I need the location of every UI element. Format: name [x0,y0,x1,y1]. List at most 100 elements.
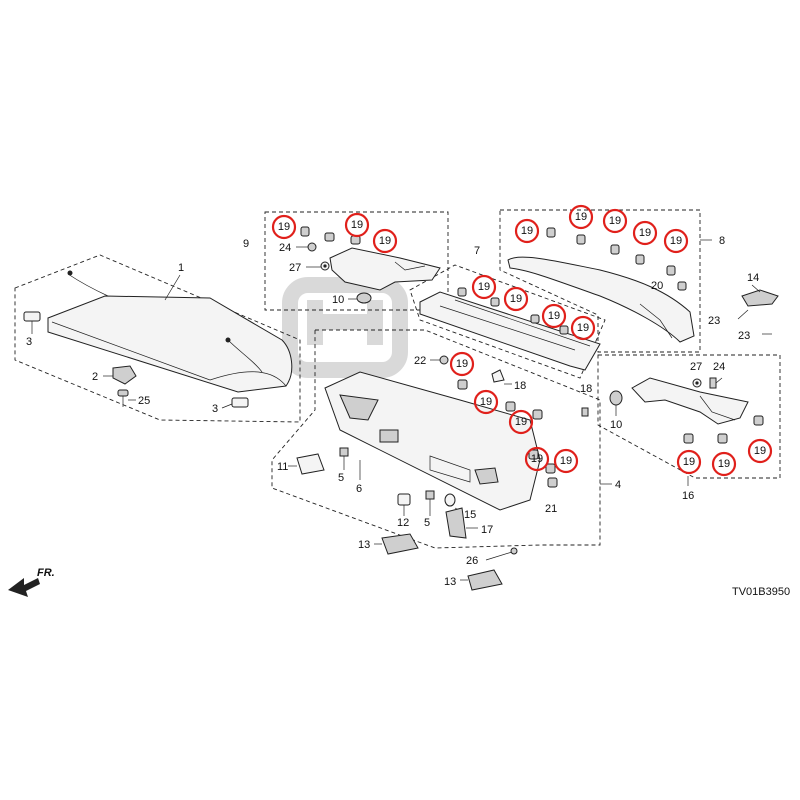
ref-label-19: 19 [670,235,682,247]
group-outline-4 [271,329,601,549]
ref-19-ring [508,409,534,435]
ref-19-ring [553,448,579,474]
ref-label-1: 1 [178,262,184,274]
ref-label-2: 2 [92,371,98,383]
ref-19-ring [524,446,550,472]
ref-label-3-left: 3 [26,336,32,348]
ref-19-ring [541,303,567,329]
ref-19-ring [570,315,596,341]
ref-19-callout: 19 [663,228,689,254]
clip-part-24-upper [296,242,317,252]
clip-part-10-upper [348,292,372,304]
ref-label-4: 4 [615,479,621,491]
ref-label-6: 6 [356,483,362,495]
ref-label-18-right: 18 [580,383,592,395]
ref-19-ring [449,351,475,377]
screw-part-26 [485,547,518,561]
ref-label-13-right: 13 [444,576,456,588]
front-direction-arrow-icon [8,578,40,597]
hook-part-2 [103,365,137,385]
clip-part-27-upper [306,261,330,271]
ref-label-11: 11 [277,461,288,473]
ref-19-ring [344,212,370,238]
clip-part-18-upper [491,369,512,385]
ref-19-ring [676,449,702,475]
ref-label-19: 19 [510,293,522,305]
ref-19-ring [632,220,658,246]
right-trim-part-16 [631,377,749,425]
ref-19-ring [747,438,773,464]
ref-label-27-upper: 27 [289,262,301,274]
ref-label-17: 17 [481,524,493,536]
ref-19-callout: 19 [570,315,596,341]
ref-19-ring [271,214,297,240]
ref-label-19: 19 [577,322,589,334]
ref-label-22: 22 [414,355,426,367]
ref-19-callout: 19 [508,409,534,435]
cover-part-11 [288,453,325,475]
ref-19-callout: 19 [553,448,579,474]
ref-label-15: 15 [464,509,476,521]
clip-part-24-lower [709,377,723,389]
ref-label-19: 19 [515,416,527,428]
clip-part-10-lower [609,390,623,416]
side-trim-part-9 [329,247,441,291]
ref-19-callout: 19 [676,449,702,475]
ref-label-13-left: 13 [358,539,370,551]
ref-19-ring [602,208,628,234]
ref-label-16: 16 [682,490,694,502]
ref-label-19: 19 [480,396,492,408]
ref-label-10-upper: 10 [332,294,344,306]
ref-label-19: 19 [683,456,695,468]
ref-label-19: 19 [379,235,391,247]
ref-label-9: 9 [243,238,249,250]
clip-part-22 [430,355,449,365]
ref-19-callout: 19 [372,228,398,254]
ref-19-ring [471,274,497,300]
hook-part-13-left [374,533,419,555]
clip-part-5-lower [425,490,435,516]
ref-label-18-upper: 18 [514,380,526,392]
ref-label-27-lower: 27 [690,361,702,373]
clip-part-18-right [581,407,589,417]
ref-label-23-upper: 23 [708,315,720,327]
ref-label-19: 19 [560,455,572,467]
ref-label-20: 20 [651,280,663,292]
front-label: FR. [37,567,55,579]
ref-label-19: 19 [609,215,621,227]
ref-label-23-lower: 23 [738,330,750,342]
bracket-part-14 [737,284,779,335]
ref-label-24-lower: 24 [713,361,725,373]
reference-labels: 1 2 3 3 25 9 24 27 10 7 8 14 20 23 23 22… [26,235,759,588]
ref-label-7: 7 [474,245,480,257]
ref-19-callout: 19 [568,204,594,230]
clips-group-8 [546,227,687,291]
clips-group-4 [457,379,558,488]
ref-19-callout: 19 [503,286,529,312]
ref-19-ring [568,204,594,230]
ref-19-ring [503,286,529,312]
ref-label-19: 19 [351,219,363,231]
ref-label-24-upper: 24 [279,242,291,254]
ref-label-14: 14 [747,272,759,284]
ref-19-ring [372,228,398,254]
diagram-code: TV01B3950 [732,586,790,598]
ref-label-19: 19 [521,225,533,237]
ref-label-5-lower: 5 [424,517,430,529]
ref-label-19: 19 [754,445,766,457]
ref-19-callout: 19 [471,274,497,300]
ref-19-callout: 19 [711,451,737,477]
ref-label-25: 25 [138,395,150,407]
ref-19-callout: 19 [514,218,540,244]
watermark-logo [282,277,408,378]
ref-label-19: 19 [548,310,560,322]
ref-label-21: 21 [545,503,557,515]
ref-19-callout: 19 [602,208,628,234]
ref-19-callout: 19 [473,389,499,415]
clips-group-9 [300,226,361,245]
clip-part-3-left [23,311,41,334]
clips-group-7 [457,287,569,335]
ref-label-19: 19 [718,458,730,470]
